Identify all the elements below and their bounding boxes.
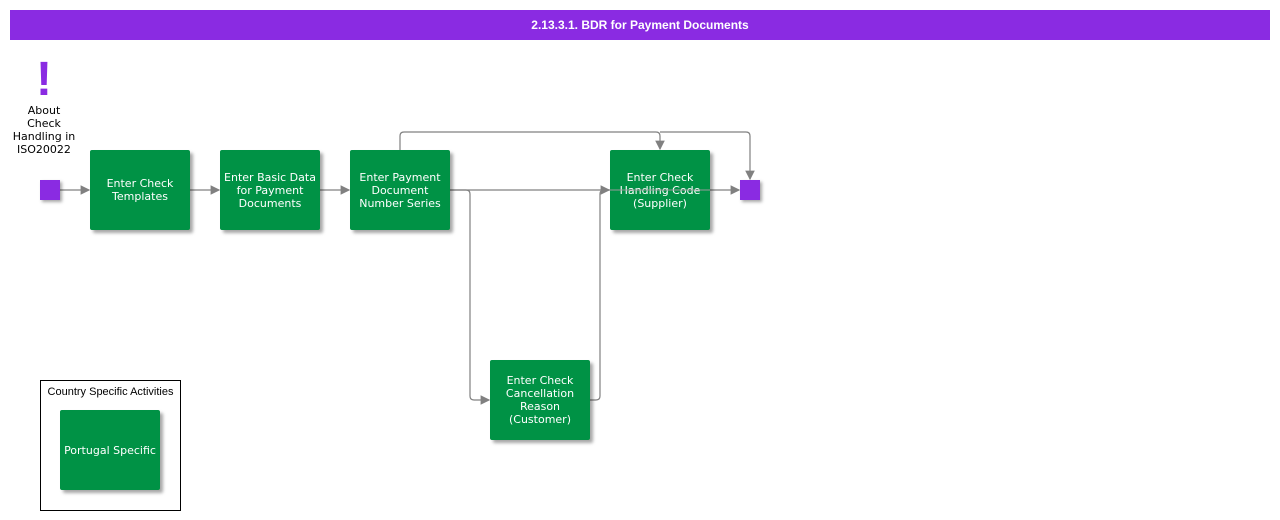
enter-payment-document-number-series-box[interactable]: Enter Payment Document Number Series [350,150,450,230]
arrow-number-series-over-to-end [660,131,755,181]
start-node [40,180,60,200]
about-check-handling-label[interactable]: About Check Handling in ISO20022 [12,104,76,156]
arrow-number-series-to-cancellation [450,189,491,405]
exclamation-icon[interactable]: ! [36,53,52,106]
enter-check-handling-code-box[interactable]: Enter Check Handling Code (Supplier) [610,150,710,230]
diagram-title-bar: 2.13.3.1. BDR for Payment Documents [10,10,1270,40]
legend-portugal-specific-box[interactable]: Portugal Specific [60,410,160,490]
legend-title: Country Specific Activities [47,386,174,398]
arrow-cancellation-to-handling-code [590,185,611,401]
enter-check-cancellation-reason-box[interactable]: Enter Check Cancellation Reason (Custome… [490,360,590,440]
end-node [740,180,760,200]
enter-check-templates-box[interactable]: Enter Check Templates [90,150,190,230]
enter-basic-data-box[interactable]: Enter Basic Data for Payment Documents [220,150,320,230]
diagram-title: 2.13.3.1. BDR for Payment Documents [531,18,749,32]
legend-box: Country Specific Activities Portugal Spe… [40,380,181,511]
arrow-number-series-to-handling-code [399,131,665,151]
